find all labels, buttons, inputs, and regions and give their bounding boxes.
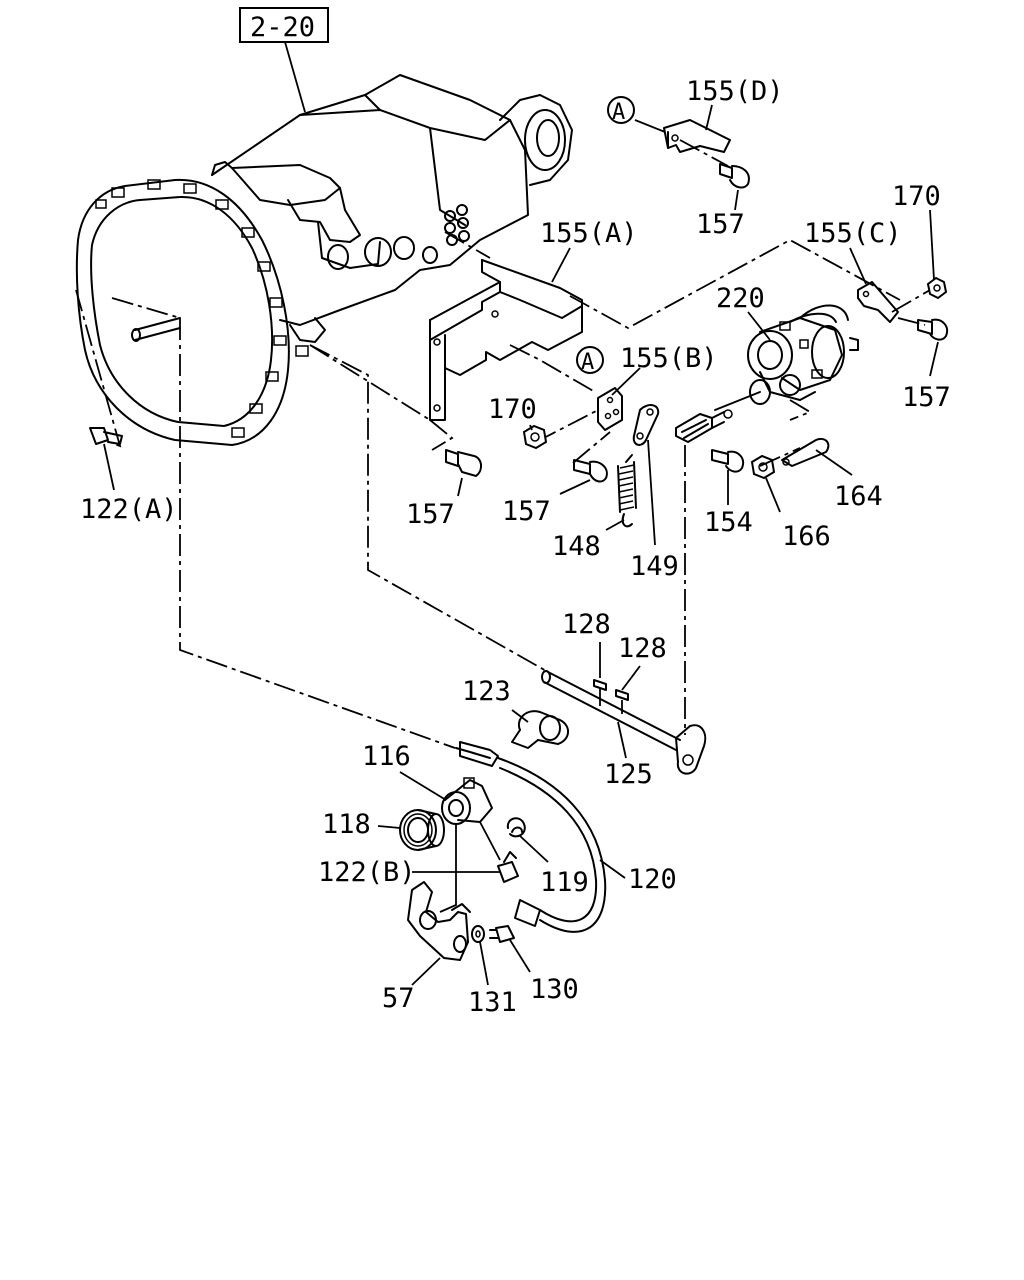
release-fork-57[interactable] (407, 881, 471, 961)
bolt-157-mid[interactable] (573, 459, 608, 483)
label-170-left: 170 (488, 394, 537, 425)
bolt-157-top[interactable] (719, 163, 750, 189)
link-149[interactable] (632, 404, 660, 446)
bracket-155d[interactable] (663, 119, 731, 153)
label-166: 166 (782, 521, 831, 552)
transmission-housing (75, 74, 573, 446)
label-155b: 155(B) (620, 343, 718, 374)
marker-a-top-label: A (612, 100, 625, 125)
bushing-123[interactable] (511, 710, 569, 749)
label-157-mid: 157 (502, 496, 551, 527)
nut-170-left[interactable] (522, 424, 548, 450)
label-154: 154 (704, 507, 753, 538)
bracket-155a[interactable] (429, 259, 583, 421)
reference-box[interactable]: 2-20 (239, 7, 329, 43)
spring-clip-119[interactable] (506, 817, 526, 838)
label-130: 130 (530, 974, 579, 1005)
bolt-157-right[interactable] (917, 318, 948, 341)
label-155d: 155(D) (686, 76, 784, 107)
marker-a-top: A (607, 96, 635, 125)
bleeder-122a[interactable] (89, 427, 123, 445)
label-131: 131 (468, 987, 517, 1018)
label-118: 118 (322, 809, 371, 840)
washer-131[interactable] (471, 925, 485, 943)
bleeder-122b[interactable] (497, 851, 519, 883)
bracket-155c[interactable] (857, 281, 899, 323)
label-155c: 155(C) (804, 218, 902, 249)
label-116: 116 (362, 741, 411, 772)
label-57: 57 (382, 983, 415, 1014)
bolt-154[interactable] (711, 449, 744, 473)
callout-labels: 155(D) 157 155(A) 155(C) 170 220 155(B) … (80, 76, 951, 1018)
label-149: 149 (630, 551, 679, 582)
label-164: 164 (834, 481, 883, 512)
bearing-118[interactable] (399, 809, 445, 851)
bolt-157-left[interactable] (445, 449, 482, 477)
label-220: 220 (716, 283, 765, 314)
clevis-link[interactable] (675, 409, 733, 443)
nut-170-right[interactable] (926, 276, 948, 300)
label-119: 119 (540, 867, 589, 898)
reference-box-label: 2-20 (250, 12, 315, 43)
label-123: 123 (462, 676, 511, 707)
key-128-a[interactable] (593, 679, 607, 691)
bracket-155b[interactable] (597, 387, 623, 431)
hose-120[interactable] (455, 741, 607, 933)
spring-148[interactable] (617, 454, 637, 528)
label-128-b: 128 (618, 633, 667, 664)
label-155a: 155(A) (540, 218, 638, 249)
actuator-220[interactable] (714, 304, 859, 411)
cross-shaft-125[interactable] (541, 670, 707, 775)
marker-a-mid: A (576, 346, 604, 375)
label-122a: 122(A) (80, 494, 178, 525)
release-sleeve-116[interactable] (441, 777, 493, 825)
leader-lines (103, 104, 939, 986)
label-157-left: 157 (406, 499, 455, 530)
label-128-a: 128 (562, 609, 611, 640)
label-157-top: 157 (696, 209, 745, 240)
bolt-130[interactable] (489, 925, 515, 943)
marker-a-mid-label: A (581, 350, 594, 375)
label-120: 120 (628, 864, 677, 895)
label-148: 148 (552, 531, 601, 562)
label-170-right: 170 (892, 181, 941, 212)
label-125: 125 (604, 759, 653, 790)
label-122b: 122(B) (318, 857, 416, 888)
key-128-b[interactable] (615, 689, 629, 701)
nut-166[interactable] (750, 454, 776, 480)
rod-end-164[interactable] (781, 438, 830, 467)
label-157-right: 157 (902, 382, 951, 413)
